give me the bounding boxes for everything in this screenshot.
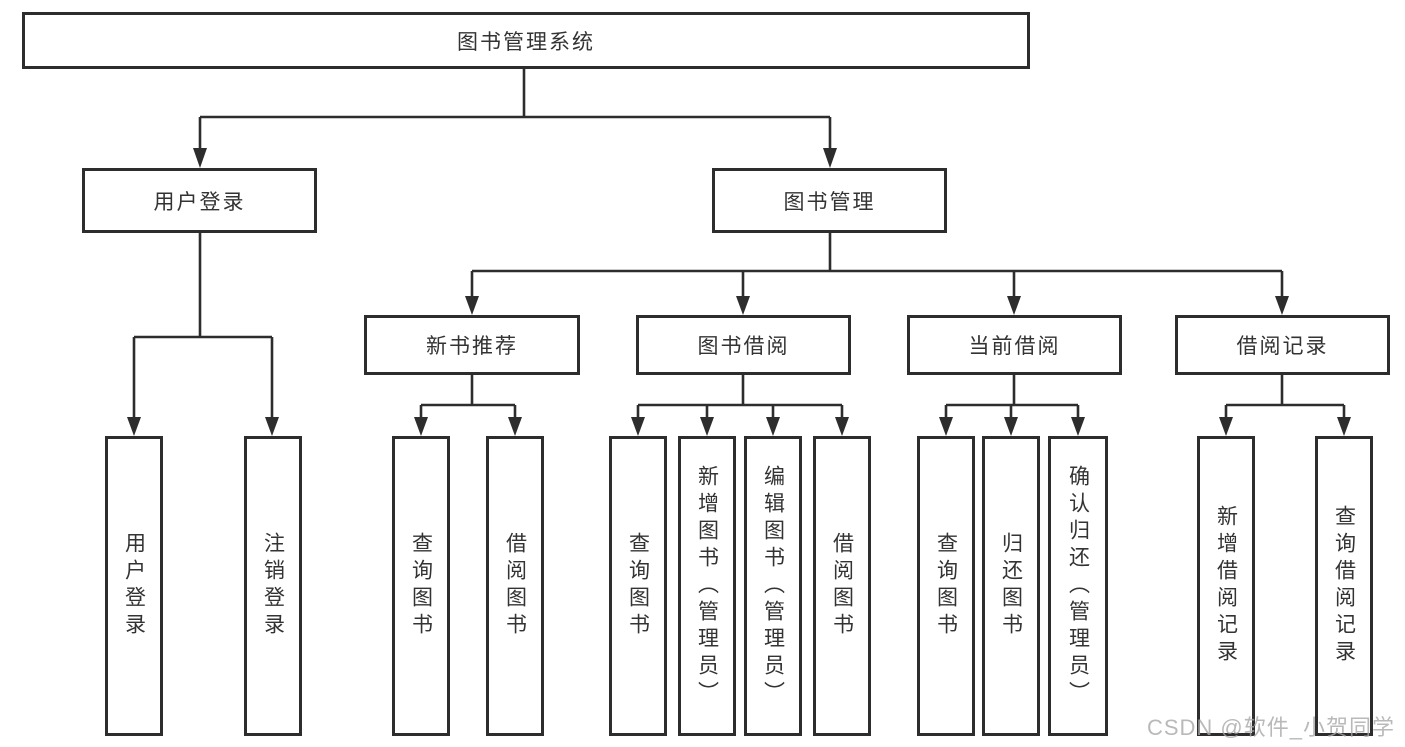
- leaf-add-books-admin: 新增图书（管理员）: [678, 436, 736, 736]
- leaf-borrow-query-books: 查询图书: [609, 436, 667, 736]
- node-current-borrow: 当前借阅: [907, 315, 1122, 375]
- node-borrow-records: 借阅记录: [1175, 315, 1390, 375]
- node-user-login: 用户登录: [82, 168, 317, 233]
- leaf-return-books: 归还图书: [982, 436, 1040, 736]
- leaf-recommend-borrow-books: 借阅图书: [486, 436, 544, 736]
- leaf-current-query-books: 查询图书: [917, 436, 975, 736]
- leaf-borrow-books: 借阅图书: [813, 436, 871, 736]
- connector-records-children: [1219, 375, 1351, 436]
- leaf-confirm-return-admin: 确认归还（管理员）: [1048, 436, 1108, 736]
- connector-management-sections: [465, 233, 1289, 315]
- leaf-logout: 注销登录: [244, 436, 302, 736]
- node-book-management: 图书管理: [712, 168, 947, 233]
- connector-current-children: [939, 375, 1085, 436]
- node-book-borrow: 图书借阅: [636, 315, 851, 375]
- connector-login-children: [127, 233, 279, 436]
- node-root-system: 图书管理系统: [22, 12, 1030, 69]
- leaf-recommend-query-books: 查询图书: [392, 436, 450, 736]
- connector-root-to-level2: [193, 69, 837, 168]
- csdn-watermark: CSDN @软件_小贺同学: [1146, 715, 1395, 740]
- node-new-book-recommend: 新书推荐: [364, 315, 580, 375]
- connector-recommend-children: [414, 375, 522, 436]
- leaf-user-login: 用户登录: [105, 436, 163, 736]
- leaf-add-borrow-record: 新增借阅记录: [1197, 436, 1255, 736]
- connector-borrow-children: [631, 375, 849, 436]
- leaf-query-borrow-record: 查询借阅记录: [1315, 436, 1373, 736]
- leaf-edit-books-admin: 编辑图书（管理员）: [744, 436, 802, 736]
